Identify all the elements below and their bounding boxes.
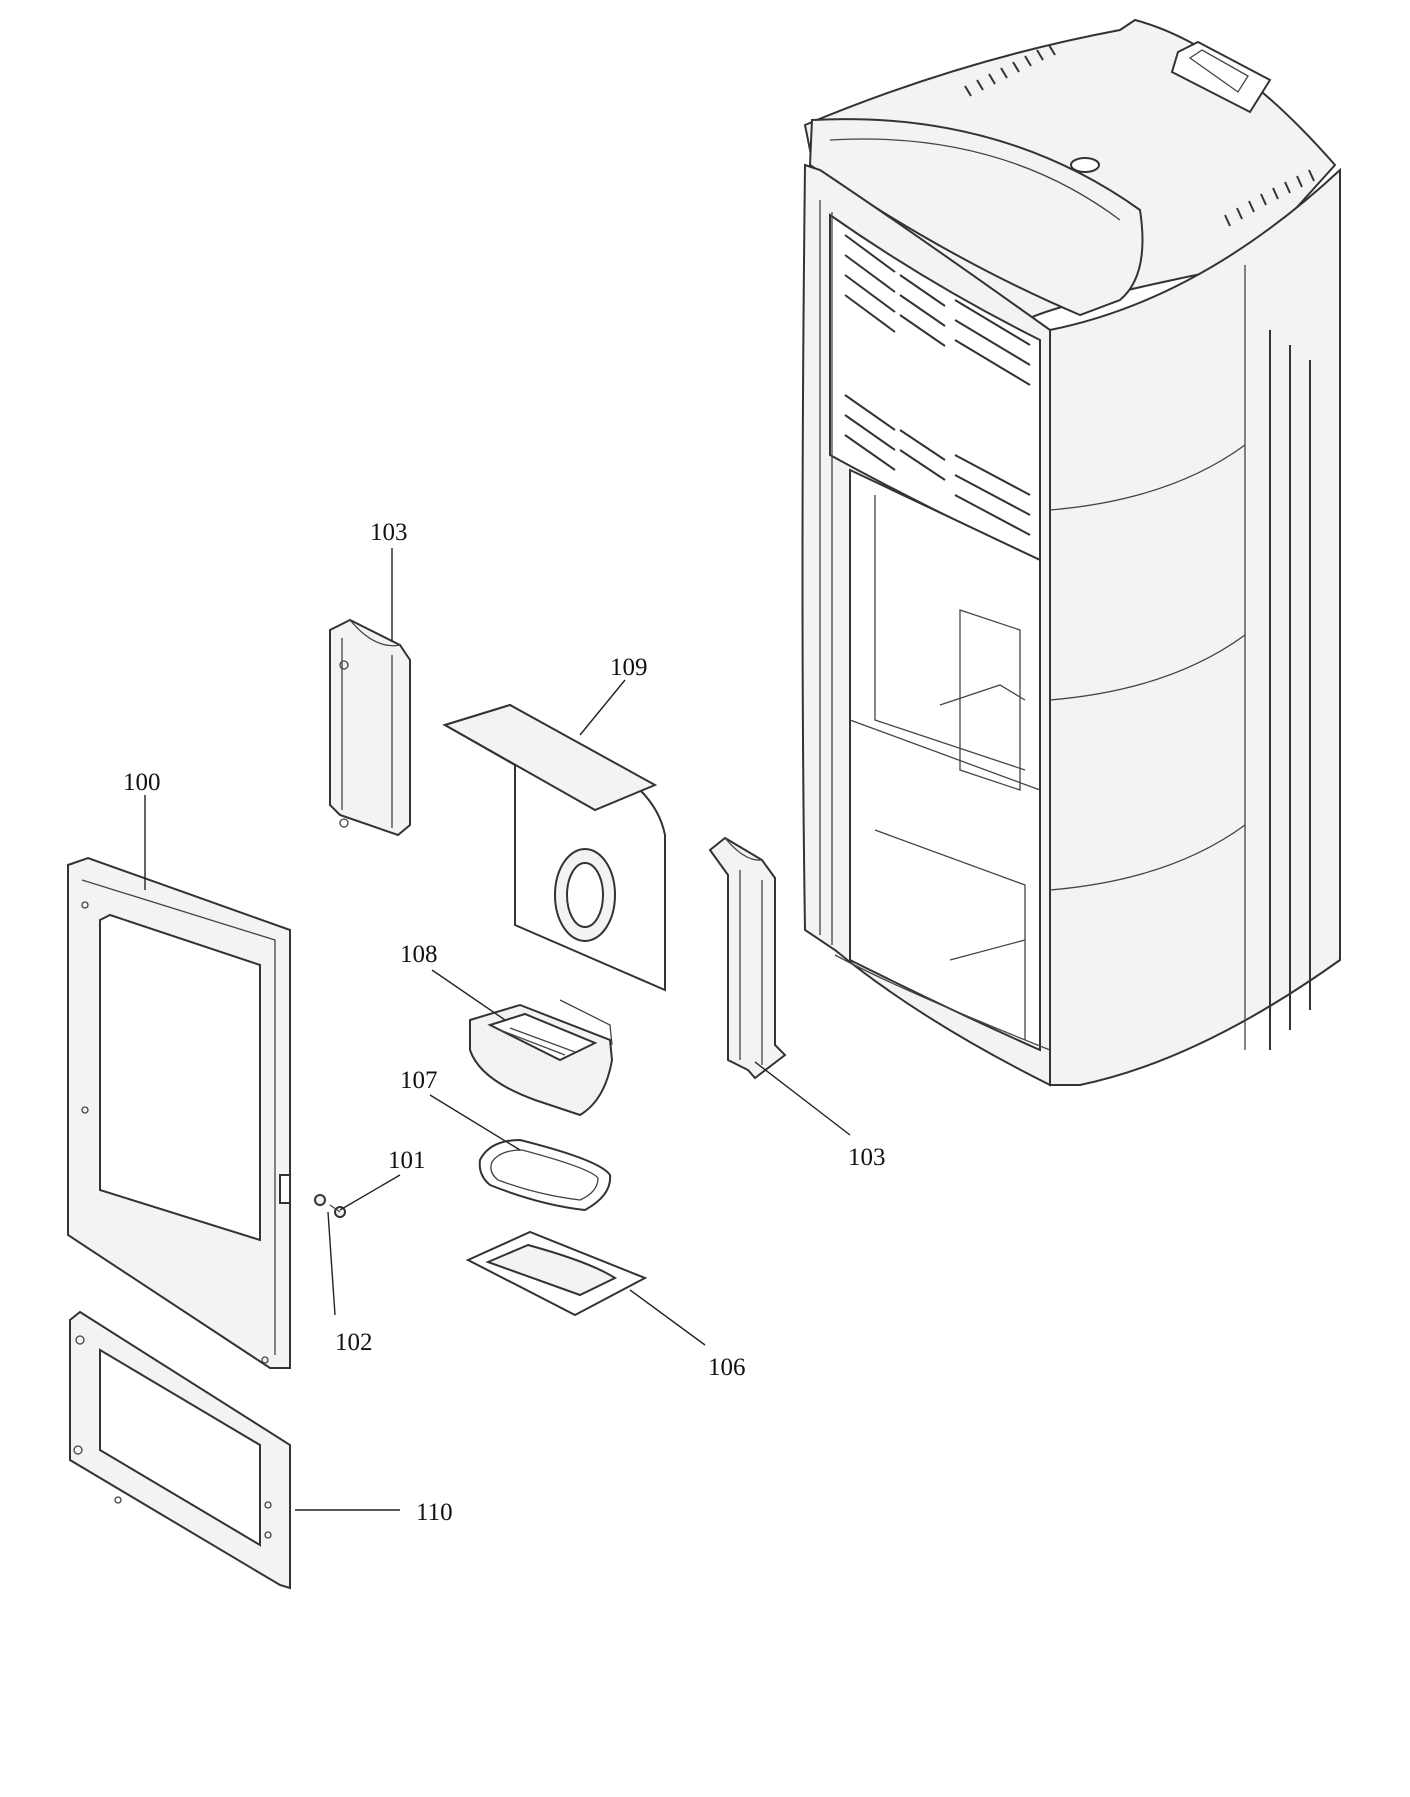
part-108-burn-pot <box>469 999 614 1117</box>
part-100-door-frame <box>67 856 291 1369</box>
callout-106: 106 <box>708 1354 746 1381</box>
callout-110: 110 <box>416 1499 453 1526</box>
side-vent-slots <box>1269 330 1311 1050</box>
combustion-inlet-opening <box>554 848 616 942</box>
part-103-right-column <box>708 836 787 1080</box>
stove-body <box>801 18 1341 1087</box>
top-knob <box>1070 157 1100 173</box>
top-vent-right <box>1224 169 1315 227</box>
part-107-gasket <box>478 1138 612 1212</box>
callout-109: 109 <box>610 654 648 681</box>
callout-103-top: 103 <box>370 519 408 546</box>
part-103-left-column <box>329 618 411 837</box>
leader-lines <box>144 548 851 1511</box>
callout-100: 100 <box>123 769 161 796</box>
top-vent-left <box>964 44 1056 97</box>
callout-103-right: 103 <box>848 1144 886 1171</box>
callout-102: 102 <box>335 1329 373 1356</box>
part-110-glass-panel <box>69 1310 291 1590</box>
part-106-ash-plate <box>465 1230 648 1317</box>
part-109-deflector-panel <box>442 703 666 992</box>
callout-107: 107 <box>400 1067 438 1094</box>
callout-108: 108 <box>400 941 438 968</box>
callout-101: 101 <box>388 1147 426 1174</box>
part-101-102-fasteners <box>314 1194 346 1218</box>
front-grille-vents <box>844 234 1031 536</box>
control-panel-display <box>1170 40 1272 114</box>
